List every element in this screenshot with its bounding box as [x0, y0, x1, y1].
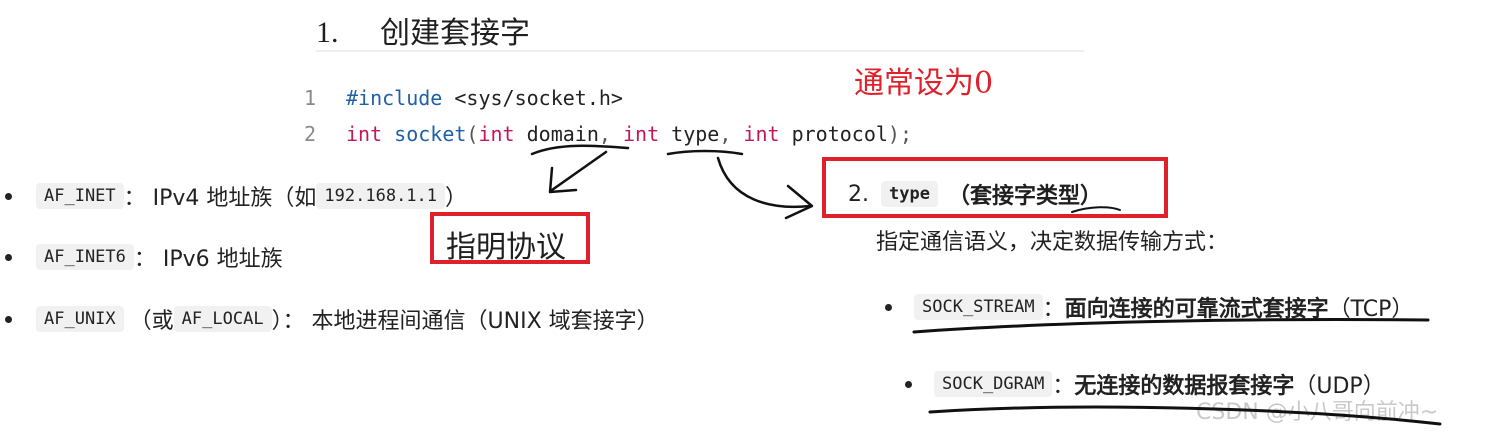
- af-inet6-desc: ： IPv6 地址族: [133, 247, 283, 272]
- type-number: 2.: [848, 181, 869, 207]
- sep: ：: [1052, 374, 1075, 399]
- ink-arrow-type-line: [716, 156, 812, 208]
- sock-dgram-proto: （UDP）: [1294, 374, 1385, 399]
- af-inet-close: ）: [445, 186, 468, 211]
- af-unix-desc: ）： 本地进程间通信（UNIX 域套接字）: [271, 309, 659, 334]
- include-header: <sys/socket.h>: [442, 86, 623, 110]
- annotation-box-type: [822, 157, 1168, 218]
- annotation-specify-protocol: 指明协议: [446, 230, 566, 265]
- param-domain: domain: [514, 122, 599, 146]
- sock-stream-proto: （TCP）: [1328, 297, 1414, 322]
- comma: ,: [598, 122, 623, 146]
- type-title: （套接字类型）: [947, 184, 1102, 209]
- sock-stream-desc: 面向连接的可靠流式套接字: [1064, 297, 1329, 322]
- af-inet-desc: ： IPv4 地址族（如: [123, 186, 317, 211]
- list-item-sock-dgram: SOCK_DGRAM ： 无连接的数据报套接字 （UDP）: [900, 364, 1385, 404]
- code-sock-stream: SOCK_STREAM: [914, 294, 1043, 320]
- line-number: 2: [304, 122, 317, 146]
- list-item-sock-stream: SOCK_STREAM ： 面向连接的可靠流式套接字 （TCP）: [880, 287, 1413, 327]
- bullet: [5, 315, 12, 323]
- include-directive: #include: [346, 86, 443, 110]
- code-type: type: [881, 181, 938, 207]
- list-item-af-inet6: AF_INET6 ： IPv6 地址族: [0, 237, 283, 277]
- annotation-usually-zero: 通常设为0: [854, 66, 994, 101]
- bullet: [885, 303, 892, 311]
- code-line-1: 1 #include <sys/socket.h>: [304, 80, 912, 116]
- code-sock-dgram: SOCK_DGRAM: [934, 371, 1053, 397]
- heading-number: 1.: [316, 16, 339, 49]
- watermark: CSDN @小八哥向前冲~: [1196, 400, 1439, 425]
- list-item-af-unix: AF_UNIX （或 AF_LOCAL ）： 本地进程间通信（UNIX 域套接字…: [0, 299, 659, 339]
- comma: ,: [719, 122, 744, 146]
- af-unix-or: （或: [129, 309, 174, 334]
- code-af-inet6: AF_INET6: [36, 244, 134, 270]
- section-heading: 1. 创建套接字: [316, 4, 1084, 52]
- param-type: type: [659, 122, 720, 146]
- bullet: [5, 192, 12, 200]
- ink-arrow-domain-head: [548, 166, 578, 194]
- type-section-heading: 2. type （套接字类型）: [848, 178, 1102, 210]
- function-name: socket: [382, 122, 467, 146]
- list-item-af-inet: AF_INET ： IPv4 地址族（如 192.168.1.1 ）: [0, 176, 467, 216]
- code-ip-example: 192.168.1.1: [316, 183, 446, 209]
- line-number: 1: [304, 86, 317, 110]
- type-keyword: int: [743, 122, 780, 146]
- code-af-unix: AF_UNIX: [36, 306, 124, 332]
- paren-close: );: [887, 122, 913, 146]
- type-keyword: int: [478, 122, 515, 146]
- bullet: [905, 380, 912, 388]
- type-keyword: int: [346, 122, 383, 146]
- type-keyword: int: [622, 122, 660, 146]
- param-protocol: protocol: [779, 122, 888, 146]
- paren: (: [466, 122, 479, 146]
- annotation-box-protocol: 指明协议: [430, 212, 590, 265]
- type-description: 指定通信语义，决定数据传输方式：: [876, 230, 1229, 255]
- sock-dgram-desc: 无连接的数据报套接字: [1074, 374, 1295, 399]
- heading-title: 创建套接字: [380, 16, 530, 51]
- ink-arrow-domain-line: [550, 150, 608, 192]
- code-af-inet: AF_INET: [36, 183, 124, 209]
- sep: ：: [1042, 297, 1065, 322]
- bullet: [5, 253, 12, 261]
- ink-arrow-type-head: [784, 184, 814, 220]
- code-af-local: AF_LOCAL: [173, 306, 272, 332]
